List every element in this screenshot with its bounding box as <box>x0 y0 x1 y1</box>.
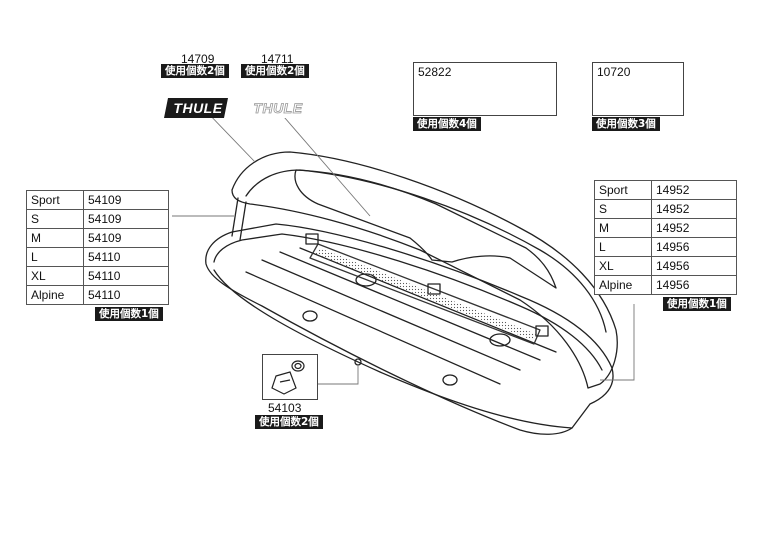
part-number-14709: 14709 <box>181 52 215 66</box>
lock-cylinder <box>354 358 362 366</box>
mount-knob <box>489 333 511 347</box>
qty-badge-left-table: 使用個数1個 <box>95 307 163 321</box>
qty-badge-52822: 使用個数4個 <box>413 117 481 131</box>
mount-knob <box>442 374 458 386</box>
part-number-14711: 14711 <box>261 52 294 66</box>
mount-knob <box>302 310 318 322</box>
qty-badge-right-table: 使用個数1個 <box>663 297 731 311</box>
part-box-52822: 52822 <box>413 62 557 116</box>
thule-logo-black <box>164 98 228 118</box>
qty-badge-54103: 使用個数2個 <box>255 415 323 429</box>
lid-strut <box>231 197 247 241</box>
qty-badge-10720: 使用個数3個 <box>592 117 660 131</box>
thule-logo-text-black: THULE <box>173 100 223 116</box>
clamp-block <box>305 233 319 245</box>
base-bottom <box>213 269 573 429</box>
leader-14709 <box>204 109 256 163</box>
lid-outline <box>231 151 618 389</box>
mount-track <box>309 243 541 345</box>
qty-badge-14709: 使用個数2個 <box>161 64 229 78</box>
lid-inner-edge <box>245 169 607 333</box>
part-number-52822: 52822 <box>418 65 452 79</box>
thule-logo-grey <box>244 98 308 118</box>
part-box-54103 <box>262 354 318 400</box>
base-outline <box>205 223 614 435</box>
floor-rail-4 <box>299 247 557 353</box>
base-rim <box>213 233 603 371</box>
leader-right-table <box>600 304 635 381</box>
leader-14711 <box>277 109 371 217</box>
floor-rail-3 <box>245 271 501 385</box>
part-number-10720: 10720 <box>597 65 631 79</box>
part-number-54103: 54103 <box>268 401 302 415</box>
leader-54103 <box>318 366 359 385</box>
thule-logo-text-grey: THULE <box>253 100 303 117</box>
part-box-10720: 10720 <box>592 62 684 116</box>
floor-rail-2 <box>279 251 541 361</box>
floor-rail-1 <box>261 259 521 371</box>
knob-54103-art <box>271 360 305 395</box>
clamp-block <box>535 325 549 337</box>
qty-badge-14711: 使用個数2個 <box>241 64 309 78</box>
lid-window <box>294 169 557 289</box>
